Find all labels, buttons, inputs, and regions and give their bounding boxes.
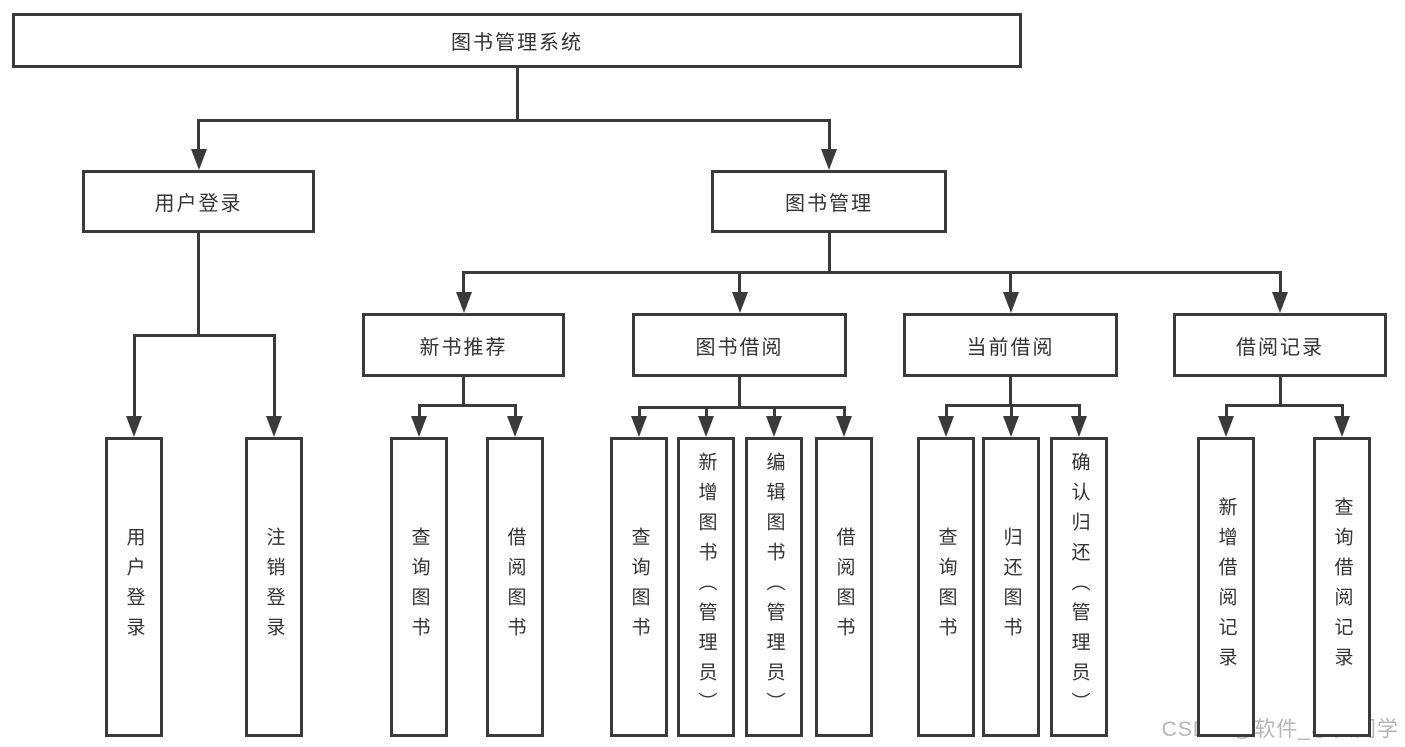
node-label: 归还图书 [1000,527,1022,647]
node-label: 编辑图书（管理员） [763,452,785,722]
node-leaf-borrow-books-1: 借阅图书 [486,437,544,737]
node-label: 借阅图书 [833,527,855,647]
arrowhead-down-icon [1071,416,1087,437]
arrowhead-down-icon [731,292,748,313]
arrowhead-down-icon [631,416,647,437]
node-leaf-query-books-3: 查询图书 [917,437,975,737]
node-label: 图书管理系统 [451,32,583,54]
node-label: 查询图书 [408,527,430,647]
node-label: 查询图书 [935,527,957,647]
arrowhead-down-icon [836,416,852,437]
arrowhead-down-icon [126,416,142,437]
node-label: 新增借阅记录 [1215,497,1237,677]
node-leaf-logout: 注销登录 [245,437,303,737]
arrowhead-down-icon [411,416,427,437]
connector-line [944,405,948,419]
node-leaf-add-record: 新增借阅记录 [1197,437,1255,737]
connector-line [1278,376,1282,405]
node-label: 新增图书（管理员） [695,452,717,722]
connector-line [944,403,1081,407]
connector-line [772,407,776,419]
connector-line [1224,405,1228,419]
arrowhead-down-icon [1272,292,1288,313]
connector-line [417,405,421,419]
connector-line [132,335,136,419]
node-leaf-borrow-books-2: 借阅图书 [815,437,873,737]
node-label: 查询图书 [628,527,650,647]
node-label: 注销登录 [263,527,285,647]
connector-line [1009,405,1013,419]
node-leaf-add-books: 新增图书（管理员） [677,437,735,737]
connector-line [827,120,831,152]
arrowhead-down-icon [766,416,782,437]
arrowhead-down-icon [1218,416,1234,437]
arrowhead-down-icon [455,292,472,313]
connector-line [637,405,846,409]
node-leaf-query-books-2: 查询图书 [610,437,668,737]
connector-line [827,232,831,272]
node-leaf-query-books-1: 查询图书 [390,437,448,737]
connector-line [272,335,276,419]
node-label: 当前借阅 [966,336,1055,359]
connector-line [417,403,517,407]
connector-line [197,120,200,152]
node-leaf-query-record: 查询借阅记录 [1313,437,1371,737]
node-user-login: 用户登录 [82,170,315,233]
arrowhead-down-icon [938,416,954,437]
node-root: 图书管理系统 [12,13,1022,68]
node-label: 用户登录 [123,527,145,647]
node-book-mgmt: 图书管理 [711,170,947,233]
connector-line [738,376,741,407]
node-label: 确认归还（管理员） [1068,452,1090,722]
connector-line [1278,272,1282,295]
connector-line [1340,405,1344,419]
node-leaf-confirm-return: 确认归还（管理员） [1050,437,1108,737]
node-leaf-return-books: 归还图书 [982,437,1040,737]
arrowhead-down-icon [266,416,282,437]
connector-line [197,118,831,122]
connector-line [1224,403,1344,407]
node-label: 图书借阅 [695,336,784,359]
arrowhead-down-icon [1003,416,1019,437]
connector-line [515,67,519,120]
node-label: 新书推荐 [419,336,508,359]
node-label: 借阅图书 [504,527,526,647]
node-label: 借阅记录 [1236,336,1324,359]
node-label: 图书管理 [785,193,873,215]
node-new-books: 新书推荐 [362,313,565,377]
connector-line [1009,272,1012,295]
connector-line [462,376,465,405]
node-leaf-edit-books: 编辑图书（管理员） [745,437,803,737]
arrowhead-down-icon [821,149,837,170]
connector-line [197,232,200,335]
node-current-borrow: 当前借阅 [903,313,1118,377]
connector-line [738,272,741,295]
connector-line [462,270,1282,274]
arrowhead-down-icon [698,416,714,437]
node-book-borrow: 图书借阅 [632,313,847,377]
arrowhead-down-icon [1002,292,1019,313]
connector-line [462,272,465,295]
connector-line [513,405,517,419]
node-label: 用户登录 [154,193,243,215]
connector-line [842,407,846,419]
node-borrow-records: 借阅记录 [1173,313,1387,377]
node-leaf-user-login: 用户登录 [105,437,163,737]
connector-line [1009,376,1012,405]
connector-line [637,407,641,419]
connector-line [1077,405,1081,419]
node-label: 查询借阅记录 [1331,497,1353,677]
arrowhead-down-icon [190,149,207,170]
connector-line [704,407,708,419]
connector-line [132,333,276,337]
arrowhead-down-icon [507,416,523,437]
arrowhead-down-icon [1334,416,1350,437]
